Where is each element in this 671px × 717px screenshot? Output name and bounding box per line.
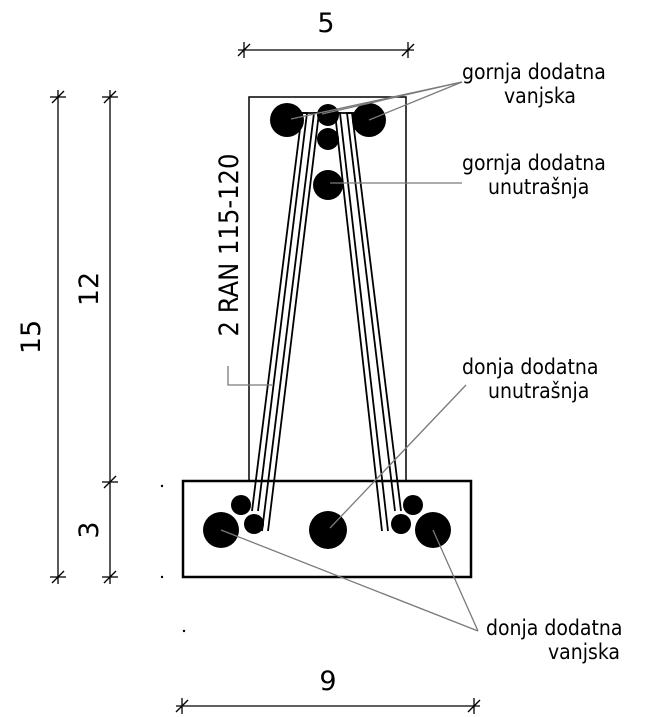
bottom-chord-bar-left-top xyxy=(231,495,251,515)
stray-dot xyxy=(160,575,164,579)
bottom-chord-bar-right-top xyxy=(403,495,423,515)
top-inner-label-line2: unutrašnja xyxy=(488,175,589,199)
flange-height-value: 3 xyxy=(74,521,105,538)
top-inner-label-line1: gornja dodatna xyxy=(462,151,606,175)
bottom-outer-label-line2: vanjska xyxy=(548,640,620,664)
top-inner-bar xyxy=(313,170,343,200)
bottom-width-value: 9 xyxy=(319,666,336,697)
web-height-value: 12 xyxy=(74,272,105,306)
top-outer-label-line2: vanjska xyxy=(504,84,576,108)
top-chord-bar-lower xyxy=(317,128,339,150)
top-outer-label-line1: gornja dodatna xyxy=(462,60,606,84)
bottom-chord-bar-left xyxy=(244,514,264,534)
top-width-dimension: 5 xyxy=(237,8,415,58)
total-height-value: 15 xyxy=(16,320,47,354)
total-height-dimension: 15 xyxy=(16,90,66,584)
truss-girder-label: 2 RAN 115-120 xyxy=(214,154,245,337)
bottom-width-dimension: 9 xyxy=(175,666,481,714)
stray-dot xyxy=(160,484,164,488)
top-width-value: 5 xyxy=(317,8,334,39)
bottom-inner-label-line2: unutrašnja xyxy=(488,379,589,403)
bottom-inner-label-line1: donja dodatna xyxy=(462,355,598,379)
top-outer-bar-left xyxy=(270,103,304,137)
leader-lines xyxy=(220,81,479,632)
stray-dot xyxy=(182,629,186,633)
top-chord-bar xyxy=(317,104,339,126)
web-flange-height-dimension: 12 3 xyxy=(74,90,118,584)
bottom-outer-label-line1: donja dodatna xyxy=(486,616,622,640)
web-outline xyxy=(248,96,407,482)
bottom-flange-outline xyxy=(181,479,473,579)
bottom-chord-bar-right xyxy=(391,514,411,534)
